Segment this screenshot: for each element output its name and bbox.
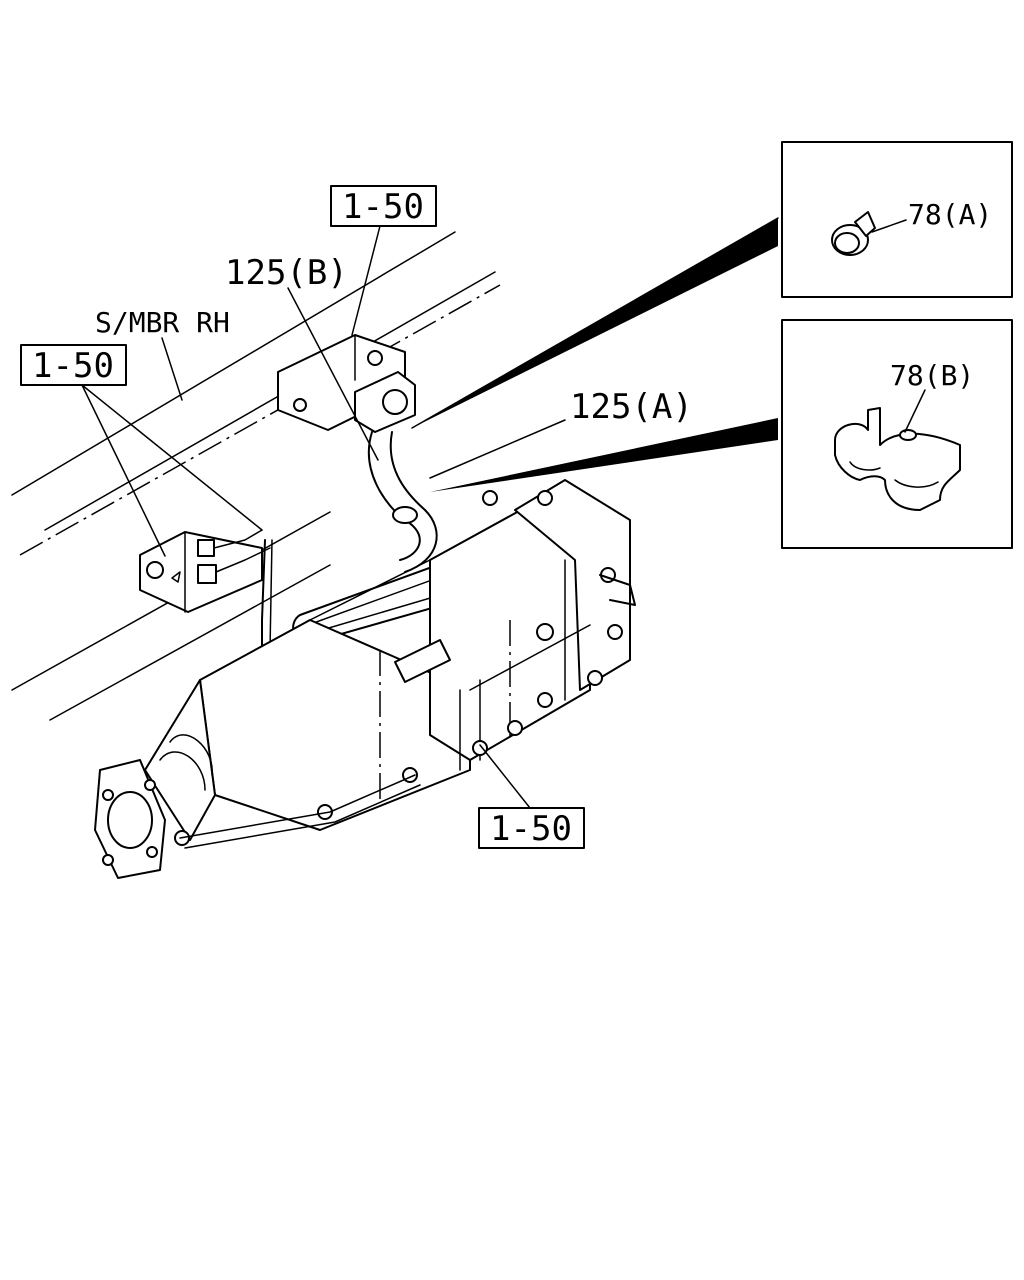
dpf-assembly	[94, 479, 636, 879]
hose-125b	[367, 431, 438, 573]
top-bracket	[277, 334, 416, 433]
ref-label-bottom: 1-50	[490, 809, 572, 849]
leader-lines	[81, 225, 566, 809]
label-hose-125b[interactable]: 125(B)	[225, 253, 348, 293]
clamp-78b-icon	[834, 407, 961, 511]
ref-box-top[interactable]: 1-50	[330, 185, 437, 227]
ref-box-left[interactable]: 1-50	[20, 344, 127, 386]
detail-callout-wedges	[411, 217, 779, 492]
label-hose-125a[interactable]: 125(A)	[570, 387, 693, 427]
detail-box-78b: 78(B)	[781, 319, 1013, 549]
ref-label-top: 1-50	[342, 187, 424, 227]
detail-box-78a: 78(A)	[781, 141, 1013, 298]
label-side-member: S/MBR RH	[95, 306, 230, 339]
label-clamp-78a[interactable]: 78(A)	[908, 198, 992, 231]
label-clamp-78b[interactable]: 78(B)	[890, 359, 974, 392]
clamp-78a-icon	[831, 211, 876, 256]
ref-label-left: 1-50	[32, 346, 114, 386]
ref-box-bottom[interactable]: 1-50	[478, 807, 585, 849]
left-bracket	[139, 529, 271, 613]
